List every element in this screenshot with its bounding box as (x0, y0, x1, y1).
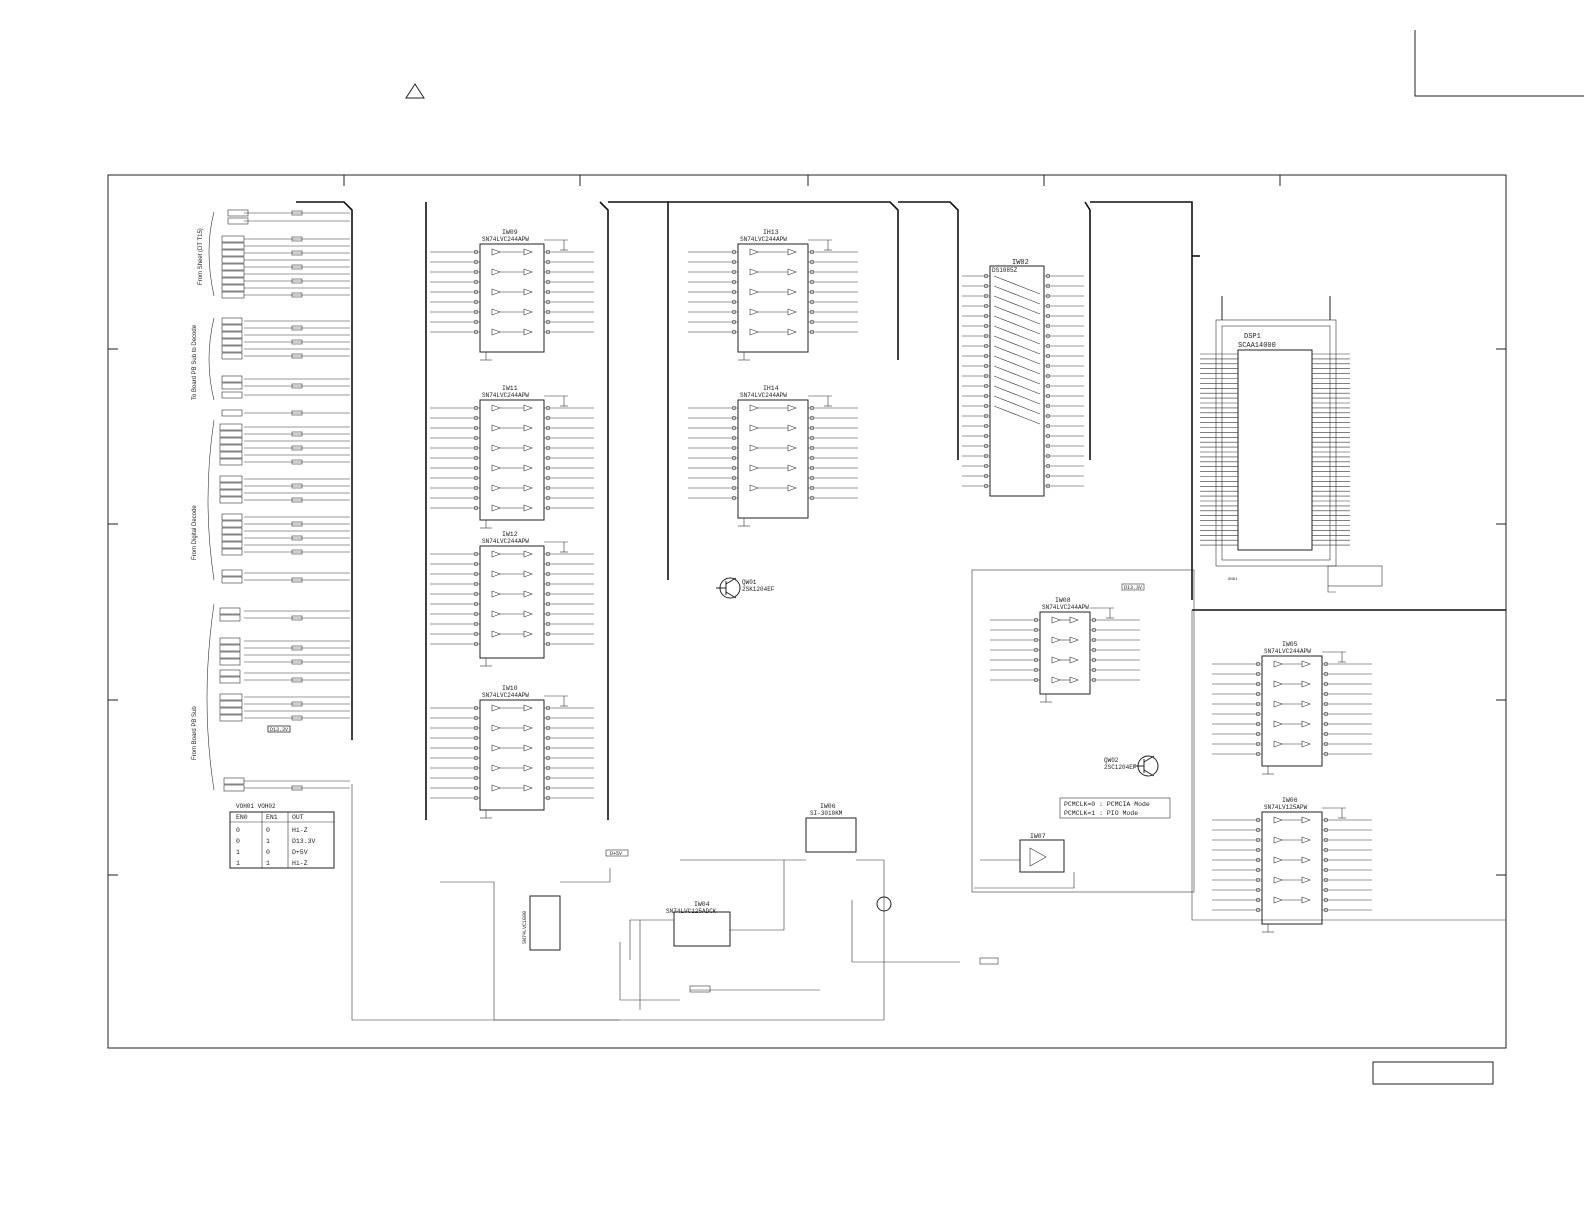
dsp1-chip: DSP1 SCAA14000 (1200, 296, 1383, 593)
ic-part: SN74LVC244APW (482, 392, 529, 399)
mode-note-line2: PCMCLK=1 : PIO Mode (1064, 810, 1138, 817)
ic-part: SN74LVC244APW (482, 538, 529, 545)
mode-note: PCMCLK=0 : PCMCIA Mode PCMCLK=1 : PIO Mo… (1059, 797, 1171, 819)
ic-part: SN74LVC244APW (482, 692, 529, 699)
truth-table-header: EN0 (236, 814, 248, 821)
qw02-transistor: QW02 2SC1204EF (1104, 755, 1159, 777)
qw01-ref: QW01 (742, 579, 757, 586)
ic-ref: IW05 (1282, 641, 1298, 648)
ic-part: SN74LVC244APW (1264, 648, 1311, 655)
title-block-box (1372, 1061, 1494, 1085)
truth-table-cell: D+5V (292, 849, 308, 856)
ic-ref: IW08 (1055, 597, 1071, 604)
rail-label-2: D13.3V (1124, 585, 1142, 591)
side-note-4: From Board PB Sub (192, 706, 198, 760)
warning-triangle-icon (405, 83, 425, 99)
ic-part: SN74LVC244APW (482, 236, 529, 243)
truth-table-header: EN1 (266, 814, 278, 821)
qw02-part: 2SC1204EF (1104, 764, 1137, 771)
ic-part: SN74LVC244APW (740, 236, 787, 243)
svg-text:VOH01 VOH02: VOH01 VOH02 (236, 803, 276, 810)
bus-lines (296, 201, 1506, 820)
rail-labels: D13.3V D13.3V D+5V GND1 (267, 578, 1238, 857)
truth-table-cell: 0 (266, 849, 270, 856)
truth-table-cell: 0 (236, 838, 240, 845)
truth-table-cell: 1 (266, 860, 270, 867)
side-note-3: From Digital Decode (192, 505, 198, 560)
iw02-ref: IW02 (1012, 259, 1029, 267)
qw01-transistor: QW01 2SK1204EF (716, 577, 775, 599)
truth-table-cell: 0 (266, 827, 270, 834)
rail-label-3: D+5V (610, 851, 622, 857)
sheet-frame (107, 174, 1507, 1049)
lower-right-box (971, 569, 1506, 921)
ic-ref: IW06 (1282, 797, 1298, 804)
truth-table-cell: 1 (266, 838, 270, 845)
truth-table-cell: 1 (236, 860, 240, 867)
ic-part: SN74LV125APW (1264, 804, 1308, 811)
iw06-part: SI-3010KM (810, 810, 843, 817)
iw07-ref: IW07 (1030, 833, 1046, 840)
ic-ref: IH13 (763, 229, 779, 236)
truth-table-cell: Hi-Z (292, 827, 308, 834)
rail-label-4: GND1 (1228, 578, 1238, 582)
ic-ref: IW10 (502, 685, 518, 692)
iw01-part: SN74LVC1G08 (522, 911, 528, 944)
ic-ref: IW09 (502, 229, 518, 236)
iw06-ref: IW06 (820, 803, 836, 810)
rail-label-1: D13.3V (270, 727, 288, 733)
iw02-part: DS1085Z (992, 267, 1018, 274)
ic-ref: IW11 (502, 385, 518, 392)
truth-table-cell: D13.3V (292, 838, 316, 845)
left-connector-block (219, 209, 350, 792)
ic-part: SN74LVC244APW (1042, 604, 1089, 611)
ic-ref: IH14 (763, 385, 779, 392)
mode-note-line1: PCMCLK=0 : PCMCIA Mode (1064, 801, 1150, 808)
truth-table-cell: 0 (236, 827, 240, 834)
truth-table-cell: 1 (236, 849, 240, 856)
ic-ref: IW12 (502, 531, 518, 538)
side-note-1: From Sheet (DT T15) (198, 228, 204, 285)
frame-ticks (108, 175, 1506, 876)
corner-title-mark (1414, 30, 1584, 97)
truth-table-cell: Hi-Z (292, 860, 308, 867)
qw01-part: 2SK1204EF (742, 586, 775, 593)
iw02-chip: IW02 DS1085Z (962, 259, 1084, 497)
truth-table-header: OUT (292, 814, 304, 821)
iw04-part: SN74LVC125ADCK (666, 908, 717, 915)
ic-part: SN74LVC244APW (740, 392, 787, 399)
side-note-2: To Board PB Sub to Decode (192, 324, 198, 400)
dsp1-ref: DSP1 (1244, 333, 1261, 341)
iw04-ref: IW04 (694, 901, 710, 908)
side-notes: From Sheet (DT T15) To Board PB Sub to D… (192, 211, 215, 791)
power-section: IW06 SI-3010KM IW04 SN74LVC125ADCK SN74L… (351, 784, 999, 1021)
dsp1-part: SCAA14000 (1238, 342, 1276, 350)
iw07-buffer: IW07 (974, 833, 1075, 889)
qw02-ref: QW02 (1104, 757, 1119, 764)
